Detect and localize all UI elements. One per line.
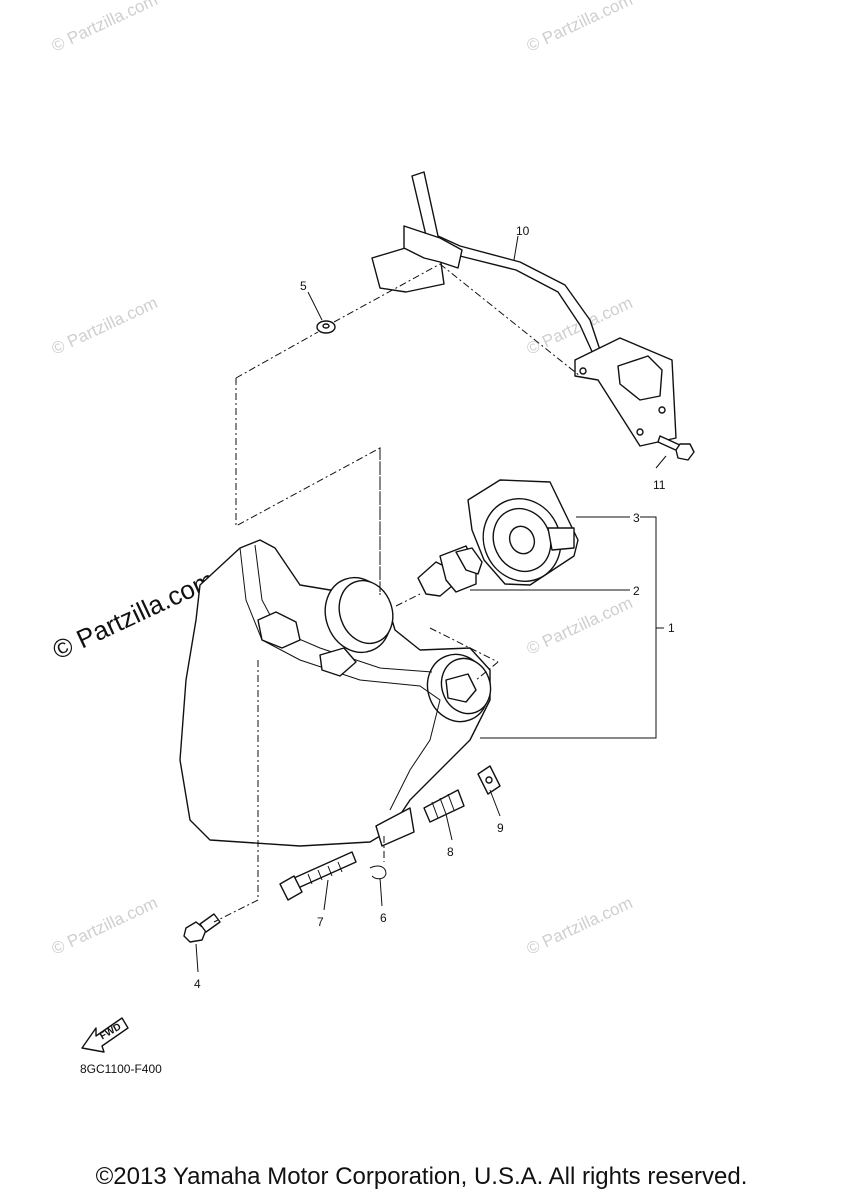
callout-2: 2 xyxy=(633,584,640,598)
callout-3: 3 xyxy=(633,511,640,525)
collar-part-5 xyxy=(316,320,336,334)
assembly-lines xyxy=(213,263,581,923)
fwd-arrow-icon: FWD xyxy=(81,1017,129,1053)
leader-lines xyxy=(195,235,667,973)
headlight-stay xyxy=(371,171,677,447)
callout-5: 5 xyxy=(300,279,307,293)
callout-8: 8 xyxy=(447,845,454,859)
bulb-part-2 xyxy=(417,545,483,597)
bolt-part-11 xyxy=(657,435,695,461)
watermark: © Partzilla.com xyxy=(49,293,161,359)
callout-9: 9 xyxy=(497,821,504,835)
watermark: © Partzilla.com xyxy=(524,593,636,659)
screw-part-7 xyxy=(279,851,357,901)
callout-7: 7 xyxy=(317,915,324,929)
copyright-notice: ©2013 Yamaha Motor Corporation, U.S.A. A… xyxy=(95,1163,748,1190)
spring-part-8 xyxy=(423,789,465,823)
callout-6: 6 xyxy=(380,911,387,925)
watermark: © Partzilla.com xyxy=(524,0,636,56)
diagram-code: 8GC1100-F400 xyxy=(80,1062,162,1076)
callout-10: 10 xyxy=(516,224,530,238)
bulb-cover-part-3 xyxy=(467,479,579,586)
clip-part-6 xyxy=(369,865,387,880)
nut-part-9 xyxy=(477,765,501,795)
screw-part-4 xyxy=(183,913,221,943)
callout-4: 4 xyxy=(194,977,201,991)
watermark: © Partzilla.com xyxy=(524,893,636,959)
watermark: © Partzilla.com xyxy=(49,0,161,56)
callout-11: 11 xyxy=(653,478,666,492)
watermark: © Partzilla.com xyxy=(49,893,161,959)
callouts: 5 10 11 3 2 1 9 8 6 7 4 xyxy=(194,224,675,991)
callout-1: 1 xyxy=(668,621,675,635)
